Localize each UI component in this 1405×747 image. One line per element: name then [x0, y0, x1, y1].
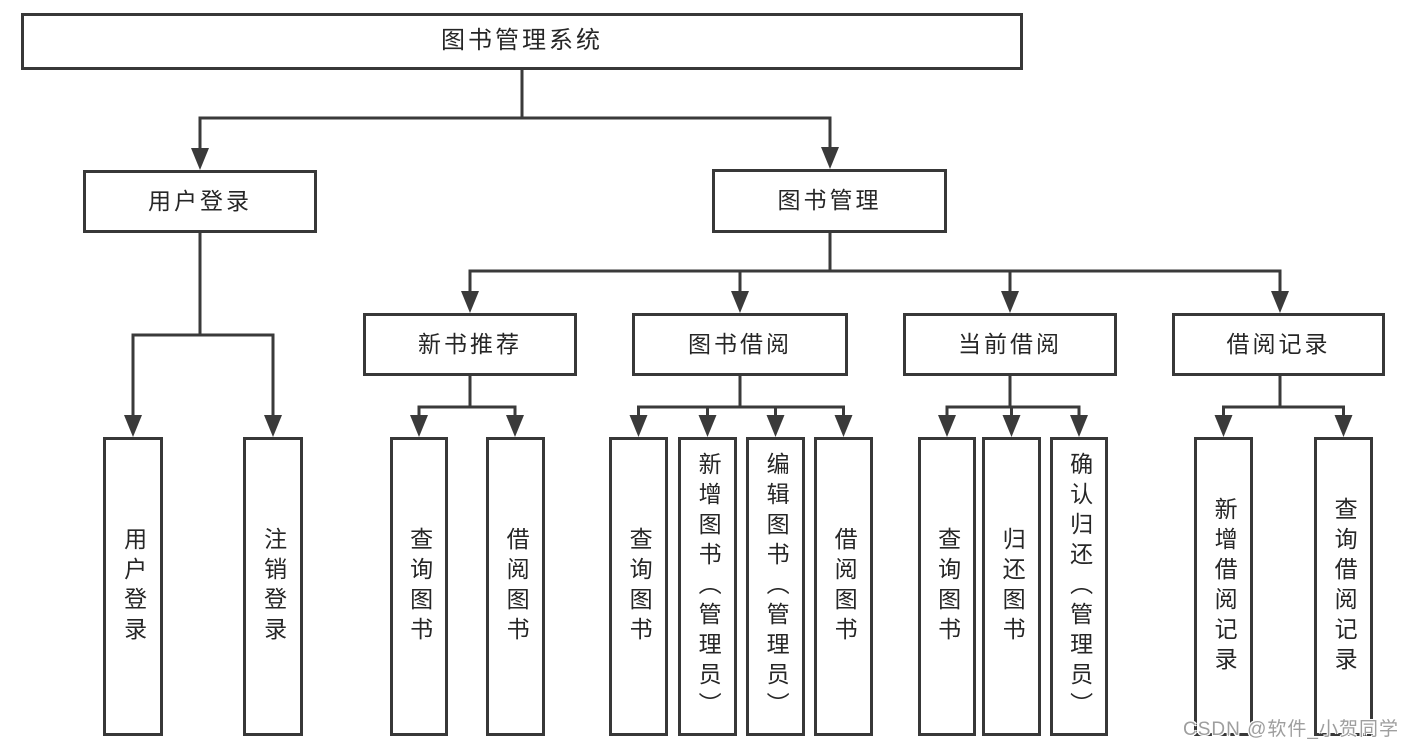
node-book-borrowing: 图书借阅	[632, 313, 848, 376]
node-new-book-recommendation: 新书推荐	[363, 313, 577, 376]
leaf-query-books-borrowing: 查询图书	[609, 437, 668, 736]
leaf-borrow-books-borrowing: 借阅图书	[814, 437, 873, 736]
watermark: CSDN @软件_小贺同学	[1183, 719, 1399, 740]
leaf-edit-books-admin: 编辑图书（管理员）	[746, 437, 805, 736]
node-borrowing-records: 借阅记录	[1172, 313, 1385, 376]
node-current-borrowing: 当前借阅	[903, 313, 1117, 376]
leaf-query-books-recommend: 查询图书	[390, 437, 448, 736]
leaf-confirm-return-admin: 确认归还（管理员）	[1050, 437, 1108, 736]
leaf-return-books: 归还图书	[982, 437, 1041, 736]
leaf-logout: 注销登录	[243, 437, 303, 736]
tree-edges	[131, 70, 1345, 417]
node-book-management: 图书管理	[712, 169, 947, 233]
leaf-query-books-current: 查询图书	[918, 437, 976, 736]
leaf-add-borrow-record: 新增借阅记录	[1194, 437, 1253, 736]
arrowheads	[124, 147, 1353, 437]
leaf-add-books-admin: 新增图书（管理员）	[678, 437, 737, 736]
node-user-login: 用户登录	[83, 170, 317, 233]
leaf-query-borrow-record: 查询借阅记录	[1314, 437, 1373, 736]
leaf-borrow-books-recommend: 借阅图书	[486, 437, 545, 736]
node-library-management-system: 图书管理系统	[21, 13, 1023, 70]
leaf-user-login: 用户登录	[103, 437, 163, 736]
